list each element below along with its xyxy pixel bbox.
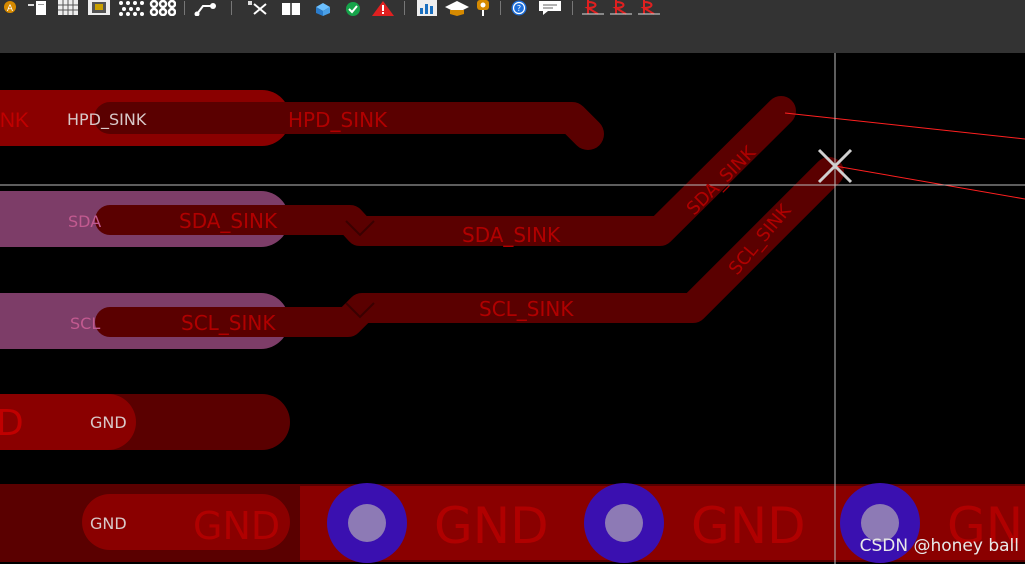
gnd-pad-label: GND	[90, 413, 127, 432]
gnd-track-label-2: GND	[434, 497, 549, 555]
grid-icon[interactable]	[56, 0, 80, 16]
gnd-track-partial-label: GN	[947, 497, 1023, 555]
warning-icon[interactable]	[370, 0, 396, 16]
cross-tool-icon[interactable]	[246, 0, 272, 16]
hpd-pad-label: HPD_SINK	[67, 110, 147, 130]
chart-icon[interactable]	[414, 0, 440, 16]
gnd-track-label-3: GND	[691, 497, 806, 555]
watermark: CSDN @honey ball	[859, 536, 1019, 556]
svg-text:A: A	[7, 4, 14, 14]
book-icon[interactable]	[278, 0, 304, 16]
gnd-lower-pad-label: GND	[90, 514, 127, 533]
svg-text:?: ?	[517, 4, 521, 13]
via-3[interactable]	[840, 483, 920, 563]
sda-pad-label: SDA	[68, 212, 101, 231]
sda-track[interactable]	[95, 96, 796, 246]
hpd-track-label: HPD_SINK	[288, 108, 388, 132]
pcb-layout[interactable]: INK HPD_SINK HPD_SINK SDA SDA_SINK SDA_S…	[0, 53, 1025, 564]
scl-track-label-2: SCL_SINK	[479, 297, 574, 321]
scl-pad-label: SCL	[70, 314, 100, 333]
rf-tool-icon[interactable]	[580, 0, 674, 16]
via-1[interactable]	[327, 483, 407, 563]
hpd-pad-partial-label: INK	[0, 109, 29, 132]
gnd-pad-lower[interactable]	[82, 494, 290, 550]
ratsnest-line	[784, 112, 1025, 140]
toolbar-separator	[231, 1, 232, 15]
toolbar-separator	[500, 1, 501, 15]
gnd-track-label-1: GND	[193, 504, 280, 548]
hpd-track[interactable]	[94, 102, 604, 150]
location-pin-icon[interactable]	[472, 0, 494, 16]
toolbar-separator	[184, 1, 185, 15]
gnd-pad-highlight	[0, 394, 136, 450]
scl-track-label-1: SCL_SINK	[181, 311, 276, 335]
board-icon[interactable]	[86, 0, 112, 16]
sda-segment-joint	[345, 220, 375, 237]
scl-track[interactable]	[95, 157, 844, 337]
sda-track-label-1: SDA_SINK	[179, 209, 278, 233]
toolbar-separator	[404, 1, 405, 15]
graduation-cap-icon[interactable]	[443, 0, 471, 16]
a-badge-icon[interactable]: A	[0, 0, 20, 16]
route-icon[interactable]	[193, 0, 219, 16]
scl-diagonal-label: SCL_SINK	[725, 200, 797, 280]
toolbar-separator	[572, 1, 573, 15]
comment-icon[interactable]	[536, 0, 564, 16]
circles-grid-icon[interactable]	[148, 0, 176, 16]
gnd-pad-partial-label: D	[0, 403, 24, 444]
help-icon[interactable]: ?	[506, 0, 532, 16]
main-toolbar: A ?	[0, 0, 1025, 53]
dotted-grid-icon[interactable]	[116, 0, 146, 16]
ratsnest-line	[834, 165, 1025, 200]
check-badge-icon[interactable]	[340, 0, 366, 16]
cursor-x-icon	[817, 148, 853, 184]
scl-segment-joint	[345, 302, 375, 319]
sda-track-label-2: SDA_SINK	[462, 223, 561, 247]
pcb-canvas[interactable]: INK HPD_SINK HPD_SINK SDA SDA_SINK SDA_S…	[0, 53, 1025, 564]
via-2[interactable]	[584, 483, 664, 563]
cube-icon[interactable]	[310, 0, 336, 16]
document-icon[interactable]	[26, 0, 50, 16]
